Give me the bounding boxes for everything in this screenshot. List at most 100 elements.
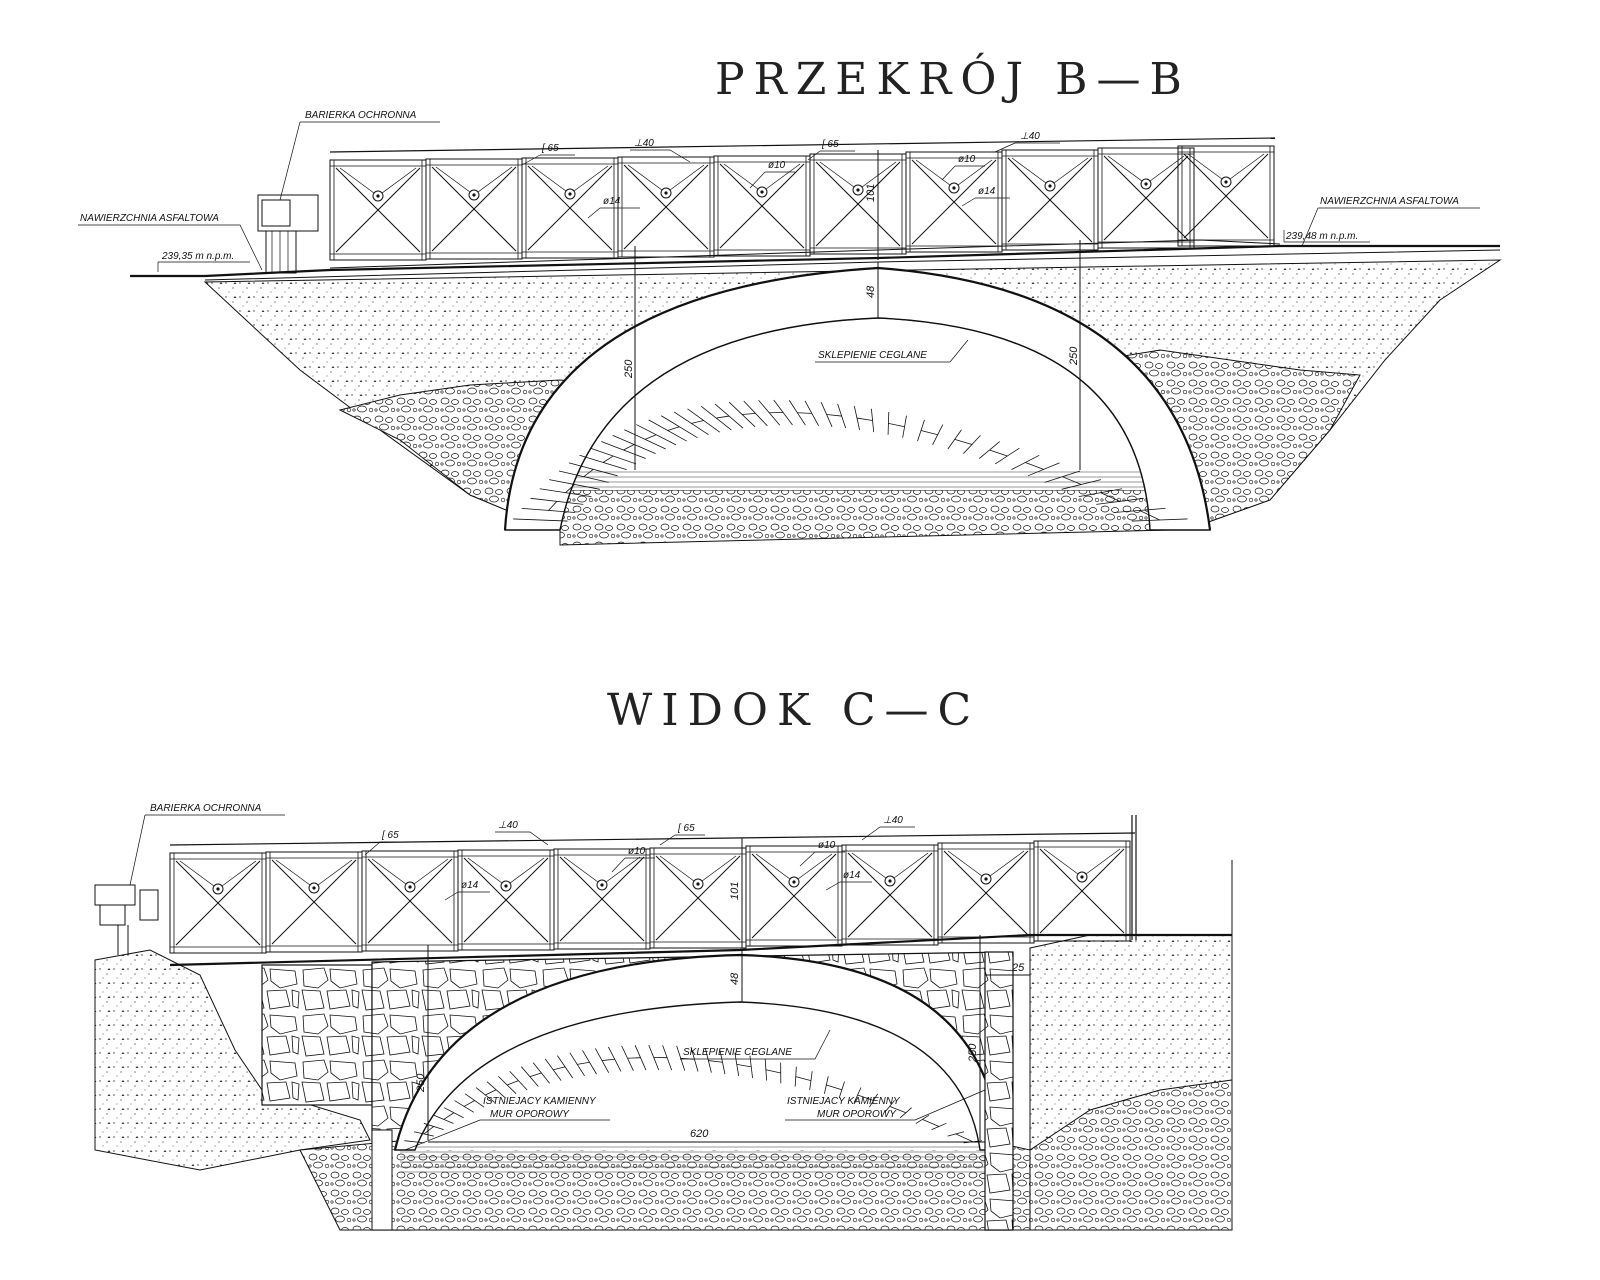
- label-l40-b-bottom: ⊥40: [883, 815, 903, 826]
- brick-course: [691, 420, 704, 424]
- brick-course: [765, 1069, 781, 1074]
- label-elev-left: 239,35 m n.p.m.: [161, 251, 234, 262]
- vault-bricks-top: [513, 399, 1188, 522]
- brick-course: [577, 1061, 590, 1065]
- brick-joint: [869, 1093, 879, 1108]
- label-d10-a-top: ø10: [768, 160, 786, 171]
- label-c65-b-bottom: [ 65: [677, 823, 695, 834]
- label-vault-bottom: SKLEPIENIE CEGLANE: [683, 1047, 792, 1058]
- brick-joint: [804, 400, 819, 426]
- label-c65-a-top: [ 65: [541, 143, 559, 154]
- brick-joint: [871, 408, 875, 433]
- brick-joint: [1131, 518, 1188, 522]
- label-d14-a-top: ø14: [603, 196, 621, 207]
- brick-joint: [773, 399, 793, 426]
- brick-course: [857, 1094, 874, 1101]
- brick-course: [922, 1119, 940, 1127]
- brick-joint: [521, 507, 576, 513]
- label-d10-a-bottom: ø10: [628, 846, 646, 857]
- section-b-b: PRZEKRÓJ B—B: [78, 52, 1502, 546]
- brick-course: [1100, 492, 1121, 502]
- brick-course: [583, 469, 594, 478]
- label-d10-b-bottom: ø10: [818, 840, 836, 851]
- label-l40-a-top: ⊥40: [634, 138, 654, 149]
- brick-course: [548, 501, 558, 511]
- brick-joint: [687, 408, 721, 433]
- brick-joint: [809, 1071, 813, 1091]
- dim-right-rise-top: 250: [1068, 346, 1080, 366]
- road-surface-top: [130, 244, 1500, 278]
- brick-course: [797, 412, 812, 414]
- brick-joint: [995, 447, 1020, 465]
- brick-joint: [568, 462, 618, 477]
- brick-joint: [530, 497, 584, 505]
- riverbed-top: [559, 489, 1171, 546]
- brick-course: [955, 1133, 973, 1143]
- dim-right-rise-bottom: 250: [967, 1043, 979, 1063]
- brick-joint: [931, 1122, 947, 1131]
- brick-joint: [902, 415, 907, 438]
- brick-joint: [590, 447, 637, 465]
- brick-joint: [557, 1055, 574, 1079]
- brick-course: [627, 1057, 641, 1059]
- brick-course: [742, 412, 756, 415]
- brick-joint: [899, 1107, 912, 1119]
- brick-joint: [661, 415, 698, 439]
- brick-joint: [1061, 479, 1102, 490]
- brick-joint: [749, 1055, 753, 1079]
- brick-course: [443, 1112, 455, 1120]
- brick-course: [795, 1076, 812, 1082]
- brick-joint: [743, 400, 768, 427]
- brick-course: [602, 455, 614, 463]
- vault-bricks-bottom: [404, 1044, 982, 1144]
- label-elev-right: 239,48 m n.p.m.: [1285, 231, 1358, 242]
- brick-joint: [612, 435, 656, 454]
- label-l40-a-bottom: ⊥40: [498, 820, 518, 831]
- brick-joint: [582, 1050, 597, 1075]
- brick-course: [553, 1066, 566, 1071]
- brick-joint: [648, 419, 687, 442]
- brick-joint: [636, 424, 677, 446]
- brick-joint: [404, 1140, 425, 1144]
- label-d10-b-top: ø10: [958, 154, 976, 165]
- brick-joint: [1027, 462, 1060, 477]
- brick-joint: [1096, 497, 1144, 505]
- brick-joint: [608, 1046, 622, 1072]
- brick-joint: [947, 429, 962, 450]
- arch-opening-top: [560, 318, 1150, 490]
- brick-course: [529, 1072, 542, 1077]
- brick-joint: [423, 1122, 444, 1131]
- brick-course: [623, 444, 635, 451]
- brick-course: [1062, 476, 1082, 485]
- brick-joint: [714, 403, 744, 429]
- brick-joint: [837, 403, 847, 429]
- barrier-block-top: [257, 194, 319, 274]
- label-wall-right-2: MUR OPOROWY: [817, 1109, 897, 1120]
- brick-course: [485, 1089, 497, 1096]
- label-c65-b-top: [ 65: [821, 139, 839, 150]
- brick-joint: [662, 1045, 673, 1071]
- label-barrier-bottom: BARIERKA OCHRONNA: [150, 803, 262, 814]
- brick-joint: [475, 1087, 495, 1103]
- brick-course: [644, 434, 657, 440]
- brick-course: [889, 1106, 907, 1114]
- brick-course: [888, 422, 905, 428]
- dim-left-rise-bottom: 250: [415, 1073, 427, 1093]
- label-wall-left-2: MUR OPOROWY: [490, 1109, 570, 1120]
- brick-joint: [963, 435, 981, 454]
- section-b-b-title: PRZEKRÓJ B—B: [715, 52, 1191, 105]
- brick-joint: [532, 1062, 550, 1084]
- dim-left-rise-top: 250: [623, 359, 635, 379]
- brick-joint: [486, 1081, 506, 1099]
- barrier-block-bottom: [94, 884, 159, 955]
- brick-course: [463, 1100, 475, 1107]
- label-l40-b-top: ⊥40: [1020, 131, 1040, 142]
- brick-course: [856, 417, 873, 421]
- view-c-c-title: WIDOK C—C: [607, 685, 980, 736]
- brick-joint: [443, 1107, 464, 1119]
- label-wall-right-1: ISTNIEJACY KAMIENNY: [787, 1096, 901, 1107]
- brick-course: [601, 1058, 615, 1061]
- water-bottom: [400, 1145, 1000, 1175]
- brick-course: [826, 1084, 842, 1091]
